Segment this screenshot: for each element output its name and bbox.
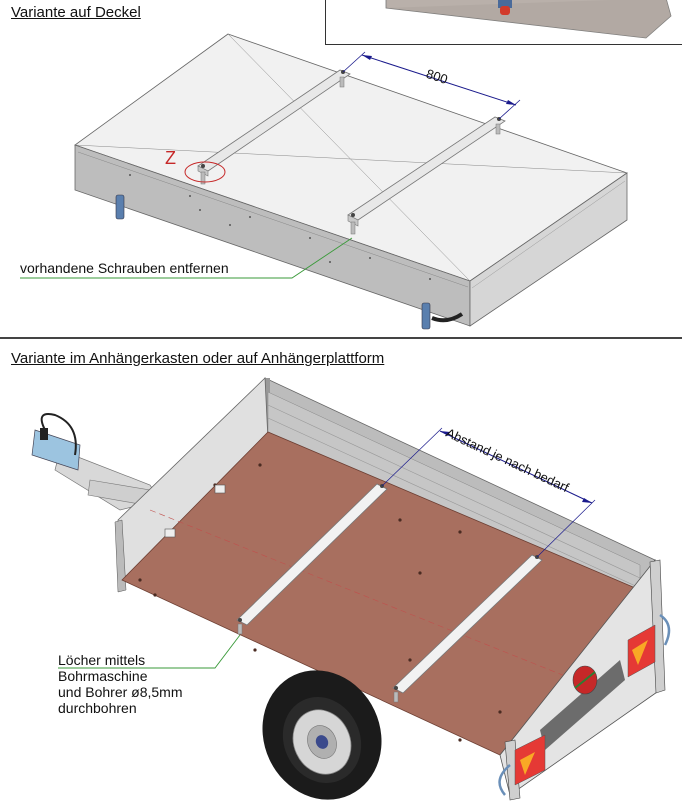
lid-variant-drawing <box>20 33 628 330</box>
cable <box>40 413 77 456</box>
coupling-head <box>31 429 81 471</box>
detail-inset-drawing <box>385 0 672 39</box>
callout-line-3: und Bohrer ø8,5mm <box>58 684 183 700</box>
callout-line-2: Bohrmaschine <box>58 668 148 684</box>
detail-z-circle <box>184 161 226 183</box>
callout-line-4: durchbohren <box>58 700 137 716</box>
detail-marker-z: Z <box>165 148 176 168</box>
section-title-box-variant: Variante im Anhängerkasten oder auf Anhä… <box>11 350 385 367</box>
detail-inset-frame <box>325 0 682 45</box>
callout-drill-holes: Löcher mittels Bohrmaschine und Bohrer ø… <box>58 652 183 716</box>
latch-icon <box>115 194 464 330</box>
callout-line-1: Löcher mittels <box>58 652 146 668</box>
drawbar <box>31 413 161 511</box>
wheel <box>262 670 382 800</box>
section-divider <box>0 337 682 339</box>
section-title-lid-variant: Variante auf Deckel <box>11 4 141 21</box>
callout-remove-screws: vorhandene Schrauben entfernen <box>20 260 229 276</box>
